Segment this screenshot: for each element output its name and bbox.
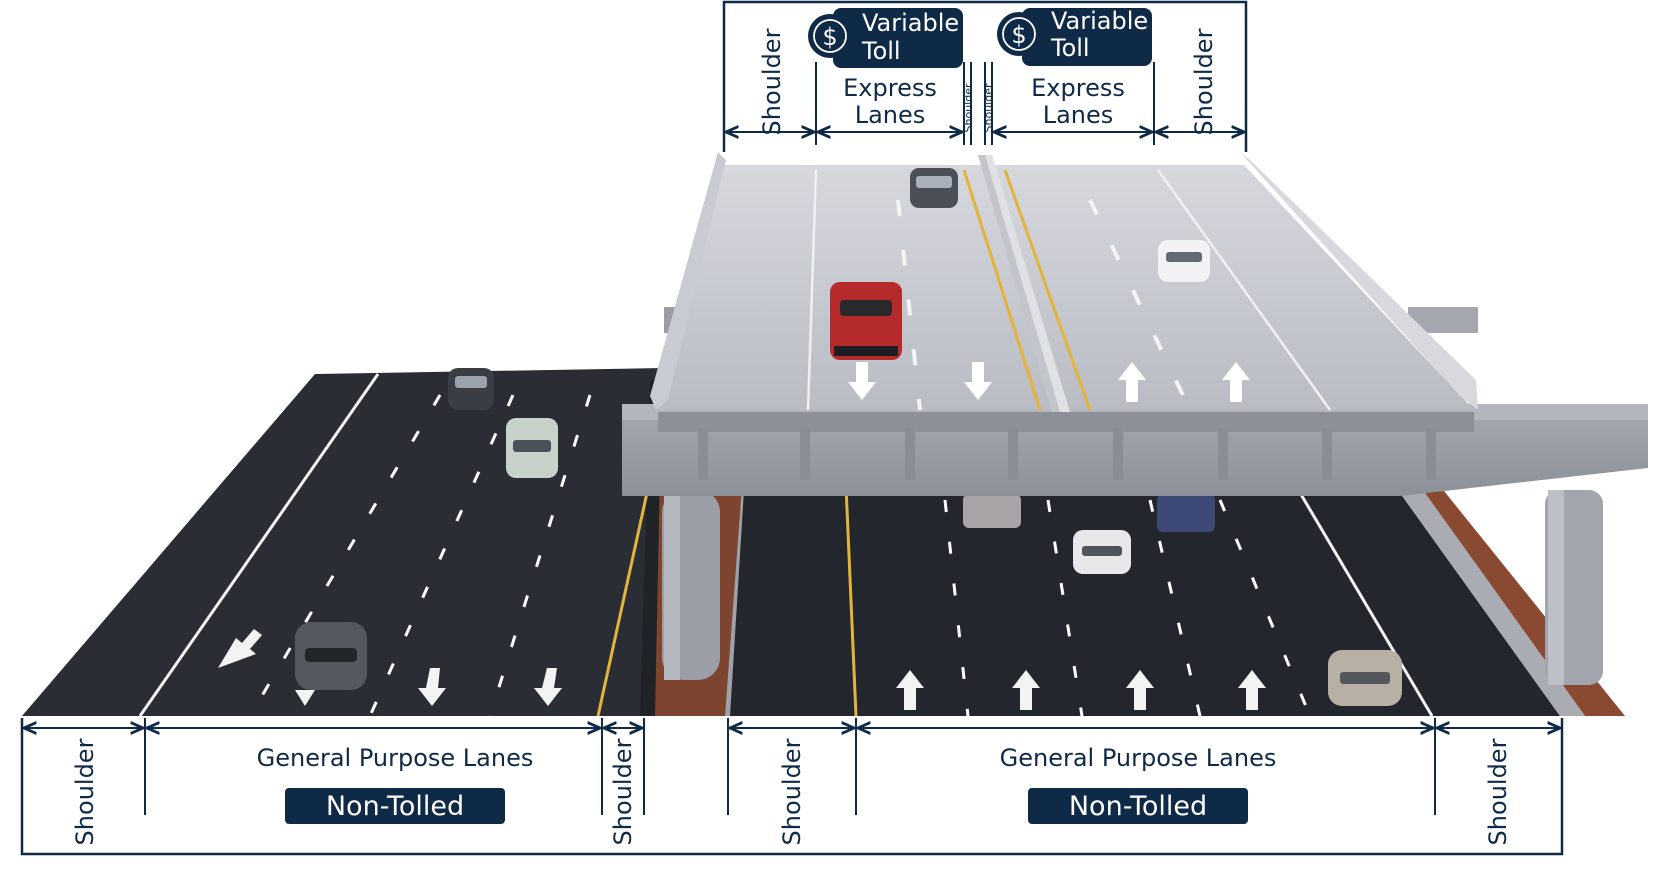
general-purpose-lanes-label: General Purpose Lanes [1000, 744, 1277, 772]
variable-toll-badge: $ Variable Toll [808, 8, 963, 68]
deck-yellow-line [1003, 169, 1092, 411]
vehicle-car [1157, 494, 1215, 532]
vehicle-car [963, 494, 1021, 528]
toll-badge-text: Toll [1050, 34, 1090, 62]
deck-direction-arrows [848, 362, 1250, 402]
non-tolled-badge: Non-Tolled [285, 788, 505, 824]
ground-shoulder-label: Shoulder [778, 738, 806, 845]
svg-text:Non-Tolled: Non-Tolled [1069, 791, 1207, 822]
express-lanes-label: Express [1031, 74, 1125, 102]
arrow-up-icon [1222, 362, 1250, 402]
deck-girder-band [658, 412, 1474, 432]
arrow-down-icon [534, 668, 562, 706]
vehicle-car [448, 368, 494, 410]
toll-badge-text: Variable [862, 9, 959, 37]
left-roadway-edge-line [138, 373, 380, 717]
ground-frame [20, 718, 1564, 856]
ground-vehicles [295, 368, 1402, 706]
express-dimension-block: Shoulder Shoulder Shoulder Shoulder Expr… [722, 0, 1248, 152]
express-lanes-label: Express [843, 74, 937, 102]
right-roadway-yellow-line [844, 485, 858, 717]
variable-toll-badge: $ Variable Toll [997, 7, 1152, 66]
elevated-express-deck [650, 152, 1478, 480]
ground-shoulder-label: Shoulder [1484, 738, 1512, 845]
vehicle-car [1158, 240, 1210, 282]
right-roadway-edge-line [1294, 485, 1434, 717]
arrow-down-icon [964, 362, 992, 400]
lane-dash [368, 394, 515, 717]
arrow-up-icon [1126, 670, 1154, 710]
express-frame [722, 0, 1248, 152]
left-roadway-surface [22, 368, 665, 716]
non-tolled-badge: Non-Tolled [1028, 788, 1248, 824]
lane-dash [488, 394, 592, 717]
arrow-down-icon [295, 690, 315, 706]
express-shoulder-label: Shoulder [1190, 28, 1218, 135]
right-roadway-barrier [1395, 486, 1585, 716]
vehicle-pickup-truck [830, 282, 902, 360]
dollar-icon: $ [997, 12, 1041, 56]
express-lanes-label: Lanes [855, 101, 926, 129]
arrow-down-icon [218, 629, 262, 668]
vehicle-car [1073, 530, 1131, 574]
bridge-piers [662, 490, 1603, 685]
arrow-down-icon [848, 362, 876, 400]
deck-vehicles [830, 168, 1210, 360]
general-purpose-lanes-label: General Purpose Lanes [257, 744, 534, 772]
vehicle-car [295, 622, 367, 690]
arrow-down-icon [418, 668, 446, 706]
vehicle-car [910, 168, 958, 208]
toll-badge-text: Variable [1051, 7, 1148, 35]
svg-text:$: $ [822, 23, 837, 51]
deck-surface [658, 165, 1474, 410]
deck-left-parapet [650, 152, 726, 410]
express-lanes-label: Lanes [1043, 101, 1114, 129]
ground-dimension-block: Shoulder Shoulder Shoulder Shoulder Gene… [20, 718, 1564, 856]
lane-dash [896, 199, 922, 411]
deck-yellow-line [962, 169, 1042, 411]
svg-text:$: $ [1011, 21, 1026, 49]
ground-direction-arrows [218, 629, 1266, 710]
arrow-up-icon [1118, 362, 1146, 402]
express-shoulder-label: Shoulder [758, 28, 786, 135]
arrow-up-icon [896, 670, 924, 710]
express-shoulder-label: Shoulder [982, 83, 995, 132]
deck-edge-line [1156, 169, 1332, 411]
arrow-up-icon [1238, 670, 1266, 710]
arrow-up-icon [1012, 670, 1040, 710]
ground-shoulder-label: Shoulder [71, 738, 99, 845]
dollar-icon: $ [808, 14, 852, 58]
express-shoulder-label: Shoulder [962, 83, 975, 132]
ground-shoulder-label: Shoulder [609, 738, 637, 845]
vehicle-car [1328, 650, 1402, 706]
vehicle-suv [506, 418, 558, 478]
toll-badge-text: Toll [861, 37, 901, 65]
left-roadway-yellow-line [596, 469, 654, 717]
deck-right-parapet [1240, 152, 1478, 410]
deck-edge-line [806, 169, 818, 411]
deck-girders [698, 428, 1436, 480]
svg-text:Non-Tolled: Non-Tolled [326, 791, 464, 822]
